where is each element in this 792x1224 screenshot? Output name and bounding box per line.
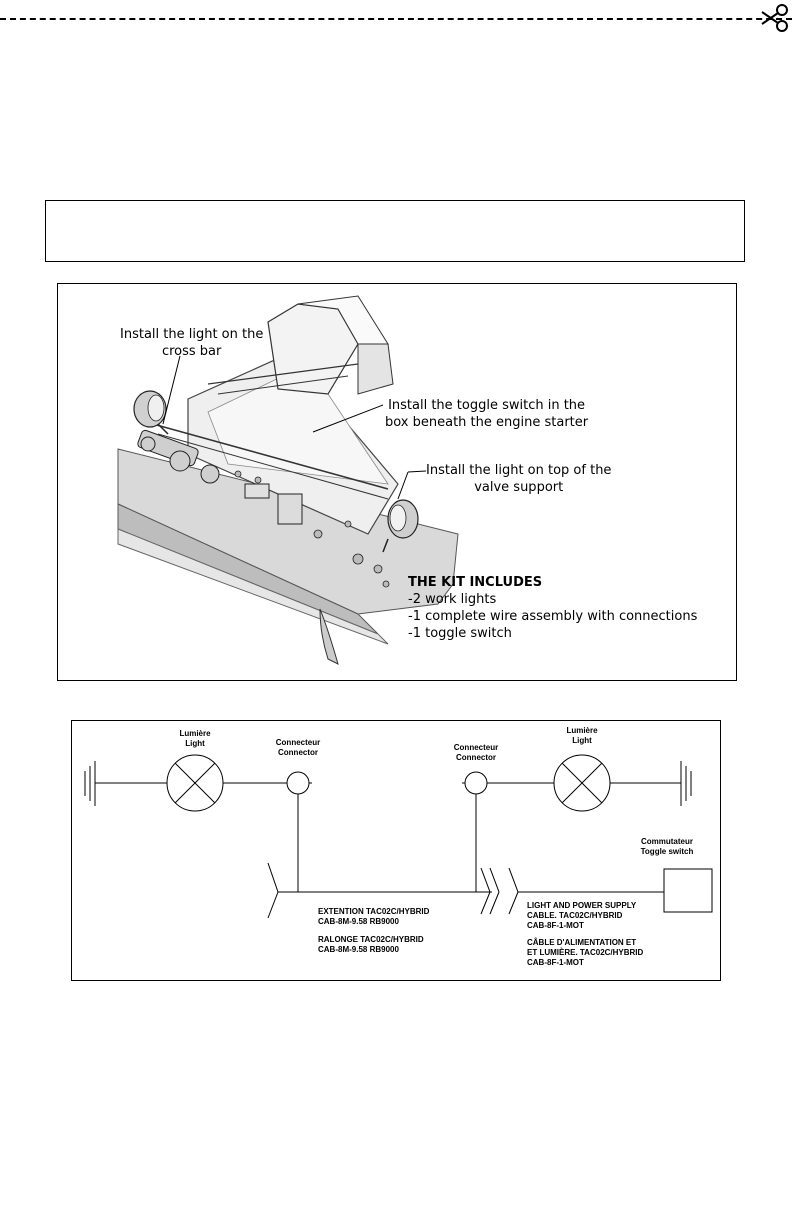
kit-item: -2 work lights: [408, 592, 497, 607]
scissors-icon: [761, 4, 788, 32]
leader-valve: [397, 471, 409, 500]
toggle-switch-symbol: [663, 868, 713, 913]
callout-valve-support: Install the light on top of the valve su…: [426, 463, 612, 495]
kit-contents: THE KIT INCLUDES -2 work lights -1 compl…: [408, 574, 697, 642]
left-light-label: Lumière Light: [179, 729, 211, 748]
extension-cable-label-fr: RALONGE TAC02C/HYBRID CAB-8M-9.58 RB9000: [318, 935, 424, 954]
right-light-label: Lumière Light: [566, 726, 598, 745]
right-work-light: [382, 499, 419, 553]
right-light-symbol: [553, 754, 611, 812]
installation-figure: Install the light on the cross bar Insta…: [57, 283, 737, 681]
wiring-diagram: Lumière Light Connecteur Connector Conne…: [71, 720, 721, 981]
right-connector-symbol: [464, 771, 488, 795]
kit-item: -1 toggle switch: [408, 626, 512, 641]
right-ground-symbol: [680, 761, 692, 806]
callout-toggle-switch: Install the toggle switch in the box ben…: [385, 398, 589, 430]
left-light-symbol: [166, 754, 224, 812]
note-box: [45, 200, 745, 262]
kit-title: THE KIT INCLUDES: [408, 575, 543, 590]
kit-item: -1 complete wire assembly with connectio…: [408, 609, 698, 624]
left-ground-symbol: [84, 761, 96, 806]
leader-crossbar: [162, 355, 181, 425]
callout-crossbar: Install the light on the cross bar: [120, 327, 264, 359]
left-connector-symbol: [286, 771, 310, 795]
toggle-switch-label: Commutateur Toggle switch: [640, 837, 694, 856]
left-connector-label: Connecteur Connector: [275, 738, 321, 757]
supply-cable-label-en: LIGHT AND POWER SUPPLY CABLE. TAC02C/HYB…: [527, 901, 637, 930]
right-connector-label: Connecteur Connector: [453, 743, 499, 762]
cut-line: [0, 18, 792, 20]
leader-toggle: [312, 404, 384, 433]
machine-illustration: [117, 295, 459, 665]
left-work-light: [133, 390, 169, 435]
supply-cable-label-fr: CÂBLE D'ALIMENTATION ET ET LUMIÈRE. TAC0…: [527, 938, 644, 967]
extension-cable-label-en: EXTENTION TAC02C/HYBRID CAB-8M-9.58 RB90…: [318, 907, 430, 926]
